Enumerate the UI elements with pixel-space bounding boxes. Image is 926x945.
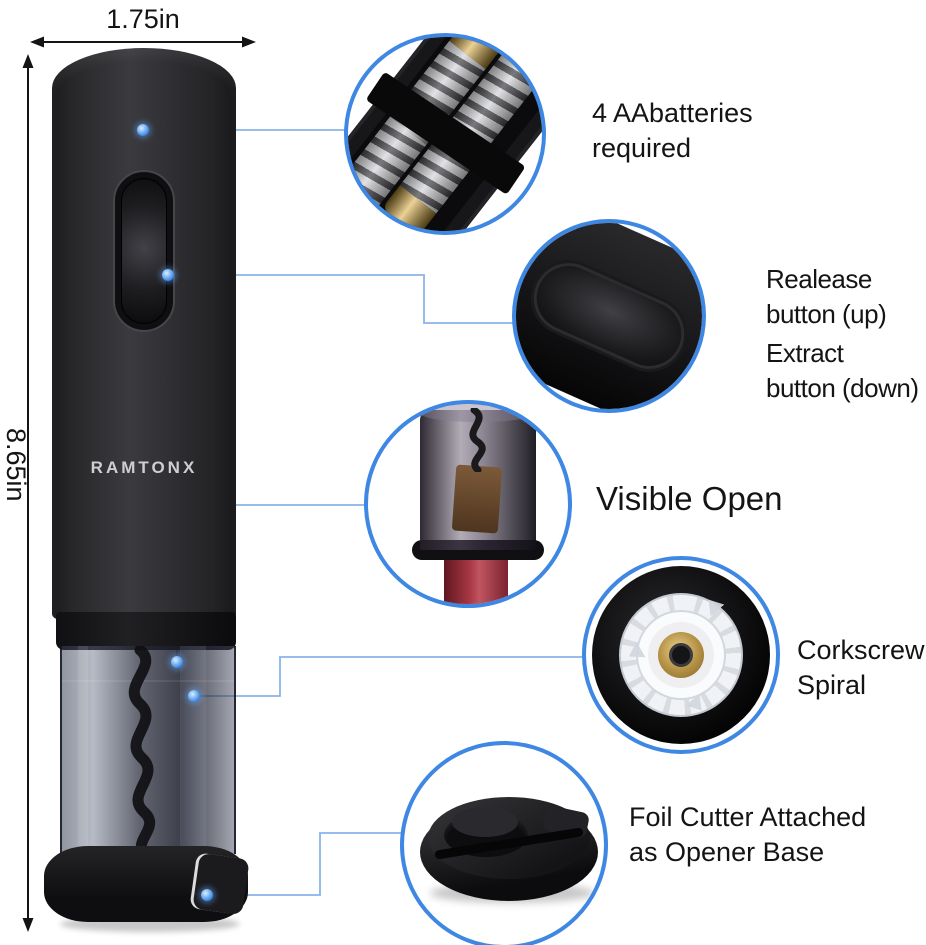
opener-power-button xyxy=(113,170,175,332)
corkscrew-callout-circle xyxy=(582,556,780,754)
arrow-up-icon xyxy=(22,54,34,68)
battery-compartment xyxy=(348,37,542,231)
corkscrew-spiral-label: Corkscrew Spiral xyxy=(797,635,925,700)
opener-power-button-face xyxy=(121,178,167,324)
extract-button-label: Extract button (down) xyxy=(766,338,919,403)
opener-body-closeup xyxy=(516,223,702,409)
height-dimension-label: 8.65in xyxy=(1,428,31,502)
connector-dot-icon xyxy=(201,889,213,901)
foil-cutter-ridge xyxy=(452,807,518,837)
wine-bottle-neck xyxy=(444,558,508,604)
opener-collar xyxy=(56,612,236,650)
spiral-center-dark xyxy=(669,643,693,667)
arrow-right-icon xyxy=(242,36,256,48)
base-notch xyxy=(192,852,250,916)
visible-open-label: Visible Open xyxy=(596,480,783,517)
foil-cutter-callout-circle xyxy=(400,741,608,945)
opener-body: RAMTONX xyxy=(52,48,236,620)
brand-label: RAMTONX xyxy=(90,458,198,477)
chamber-seam xyxy=(62,680,234,682)
arrow-down-icon xyxy=(22,918,34,932)
chamber-highlight xyxy=(78,646,88,854)
arrow-left-icon xyxy=(30,36,44,48)
cork xyxy=(451,464,503,534)
batteries-label: 4 AAbatteries required xyxy=(592,98,753,163)
button-callout-circle xyxy=(512,219,706,413)
batteries-callout-circle xyxy=(344,33,546,235)
chamber-highlight xyxy=(180,646,206,854)
foil-cutter-label: Foil Cutter Attached as Opener Base xyxy=(629,802,867,867)
chamber-top-highlight xyxy=(420,404,536,422)
corkscrew-silhouette xyxy=(128,646,156,854)
connector-dot-icon xyxy=(137,124,149,136)
release-button-label: Realease button (up) xyxy=(766,264,887,329)
width-dimension-arrow xyxy=(30,36,256,48)
transparent-chamber xyxy=(60,646,236,854)
corkscrew-connector-line xyxy=(194,656,583,697)
connector-dot-icon xyxy=(188,690,200,702)
connector-dot-icon xyxy=(162,269,174,281)
width-dimension-label: 1.75in xyxy=(106,4,180,34)
visible-open-callout-circle xyxy=(364,400,572,608)
connector-dot-icon xyxy=(171,656,183,668)
